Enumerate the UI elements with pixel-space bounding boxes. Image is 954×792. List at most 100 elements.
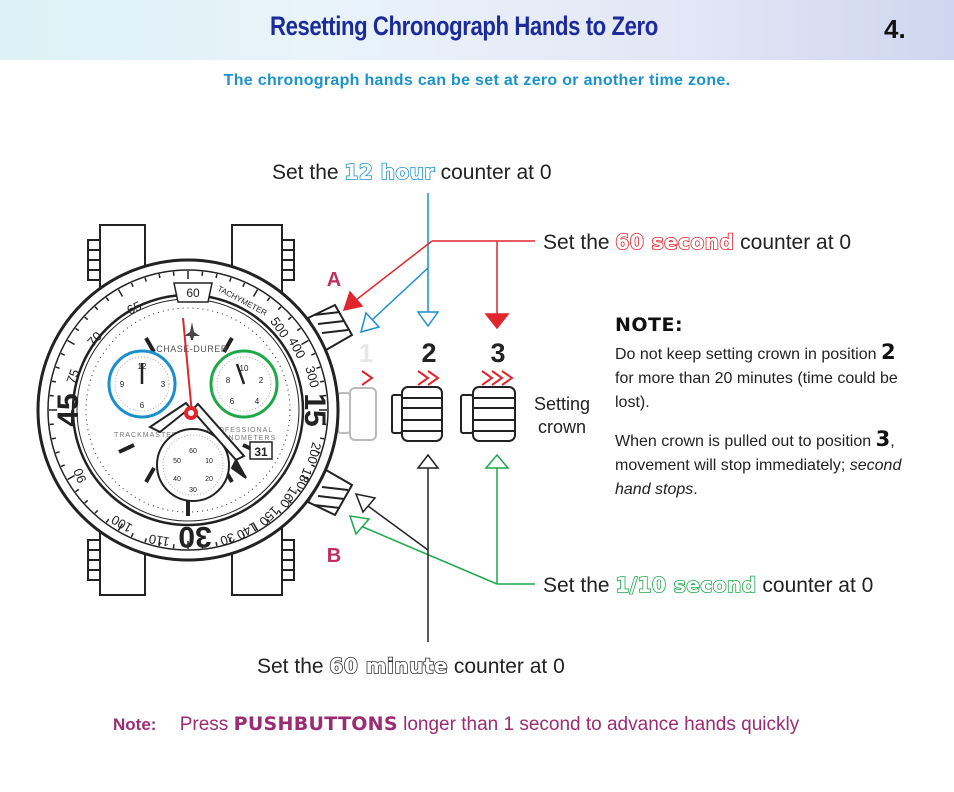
bezel-tick xyxy=(215,541,218,547)
svg-text:8: 8 xyxy=(226,376,231,385)
professional-label: PROFESSIONAL xyxy=(207,427,273,434)
highlight-tenth-second: 1/10 second xyxy=(615,572,757,598)
svg-text:20: 20 xyxy=(205,476,213,483)
svg-text:6: 6 xyxy=(230,397,235,406)
footer-note-label: Note: xyxy=(113,715,157,734)
bezel-tick xyxy=(229,277,232,282)
bezel-tick xyxy=(94,306,99,311)
bezel-tick xyxy=(252,289,259,297)
header-banner: Resetting Chronograph Hands to Zero 4. xyxy=(0,0,954,60)
bezel-tick xyxy=(266,297,271,302)
bezel-tick xyxy=(311,464,316,468)
svg-text:6: 6 xyxy=(140,401,145,410)
svg-text:60: 60 xyxy=(189,448,197,455)
note-heading: NOTE: xyxy=(615,314,684,336)
date-window: 31 xyxy=(249,441,273,460)
trackmaster-label: TRACKMASTER xyxy=(114,432,178,439)
crown-position-1 xyxy=(337,387,377,441)
pusher-a-label: A xyxy=(327,269,341,291)
bezel-tick xyxy=(75,488,80,493)
watch-hands xyxy=(148,401,247,479)
bezel-tick xyxy=(130,282,134,287)
page-number: 4. xyxy=(884,14,906,44)
bezel-90: 90 xyxy=(70,466,89,485)
bezel-tick xyxy=(105,518,110,523)
svg-text:2: 2 xyxy=(259,376,264,385)
chrono-second-hand xyxy=(182,317,193,415)
crown-position-3 xyxy=(460,386,516,442)
bezel-30: 30 xyxy=(178,520,211,553)
label-60-minute: Set the 60 minute counter at 0 xyxy=(257,653,565,679)
bezel-tick xyxy=(215,273,218,279)
bezel-tick xyxy=(51,380,57,383)
bezel-tick xyxy=(67,339,75,346)
bezel-tick xyxy=(296,327,301,332)
bezel-tick xyxy=(316,366,321,369)
chevrons xyxy=(361,370,514,386)
arrow-12-hour xyxy=(359,193,440,334)
svg-text:10: 10 xyxy=(205,458,213,465)
bezel-tick xyxy=(301,339,309,346)
svg-text:31: 31 xyxy=(254,445,268,459)
svg-text:50: 50 xyxy=(173,458,181,465)
bezel-45: 45 xyxy=(52,393,85,426)
window-60: 60 xyxy=(186,286,200,300)
bezel-tick xyxy=(252,523,259,531)
position-2-label: 2 xyxy=(421,338,436,368)
bezel-tick xyxy=(319,437,325,440)
arrow-60-minute xyxy=(354,453,440,642)
bezel-30-small: 30 xyxy=(218,530,237,549)
highlight-60-minute: 60 minute xyxy=(329,653,449,679)
arrow-tenth-second xyxy=(348,453,535,585)
bezel-tick xyxy=(117,289,124,297)
bezel-tick xyxy=(242,533,246,538)
bezel-tick xyxy=(277,509,282,514)
bezel-tick xyxy=(301,474,309,481)
bezel-tick xyxy=(266,518,271,523)
bezel-tick xyxy=(144,538,147,543)
bezel-tick xyxy=(117,523,124,531)
position-1-label: 1 xyxy=(359,338,373,368)
bezel-tick xyxy=(242,282,246,287)
bezel-tick xyxy=(229,538,232,543)
subtitle: The chronograph hands can be set at zero… xyxy=(223,72,731,89)
page-title: Resetting Chronograph Hands to Zero xyxy=(270,11,658,41)
svg-text:40: 40 xyxy=(173,476,181,483)
bezel-window: 60 xyxy=(173,282,213,303)
bezel-65: 65 xyxy=(124,298,143,318)
svg-text:4: 4 xyxy=(255,397,260,406)
brand-logo: CHASE-DURER xyxy=(156,344,228,354)
arrow-60-second xyxy=(342,240,535,330)
setting-crown-label: Setting crown xyxy=(533,394,591,437)
highlight-12-hour: 12 hour xyxy=(344,159,435,185)
bezel-tick xyxy=(287,316,292,321)
bezel-75: 75 xyxy=(63,367,82,386)
bezel-tick xyxy=(130,533,134,538)
bezel-ticks xyxy=(49,271,327,549)
svg-text:30: 30 xyxy=(189,487,197,494)
subdial-12-hour: 12 9 3 6 xyxy=(107,349,177,419)
bezel-200: 200 xyxy=(304,441,324,466)
bezel-tick xyxy=(144,277,147,282)
svg-text:9: 9 xyxy=(120,380,125,389)
watch-lugs xyxy=(87,224,295,596)
bezel-15: 15 xyxy=(298,393,331,426)
bezel-tick xyxy=(84,316,89,321)
bezel-numbers: 15 30 45 65 70 75 90 100 110 500 400 300… xyxy=(52,284,331,553)
bezel-tick xyxy=(158,273,161,279)
bezel-tick xyxy=(60,464,65,468)
bezel-tick xyxy=(158,541,161,547)
chronometers-label: CHRONOMETERS xyxy=(204,435,276,442)
svg-text:10: 10 xyxy=(240,364,249,373)
bezel-tick xyxy=(55,366,60,369)
subdial-60-minute: 60 50 10 40 20 30 xyxy=(156,428,230,502)
label-12-hour: Set the 12 hour counter at 0 xyxy=(272,159,552,185)
position-3-label: 3 xyxy=(490,338,505,368)
pusher-b-label: B xyxy=(327,545,341,567)
note-paragraph-1: Do not keep setting crown in position 2 … xyxy=(615,340,898,411)
svg-text:3: 3 xyxy=(161,380,166,389)
brand-jet-icon xyxy=(184,322,200,340)
bezel-tick xyxy=(51,437,57,440)
subdial-60-second: 10 8 2 6 4 xyxy=(209,349,279,419)
